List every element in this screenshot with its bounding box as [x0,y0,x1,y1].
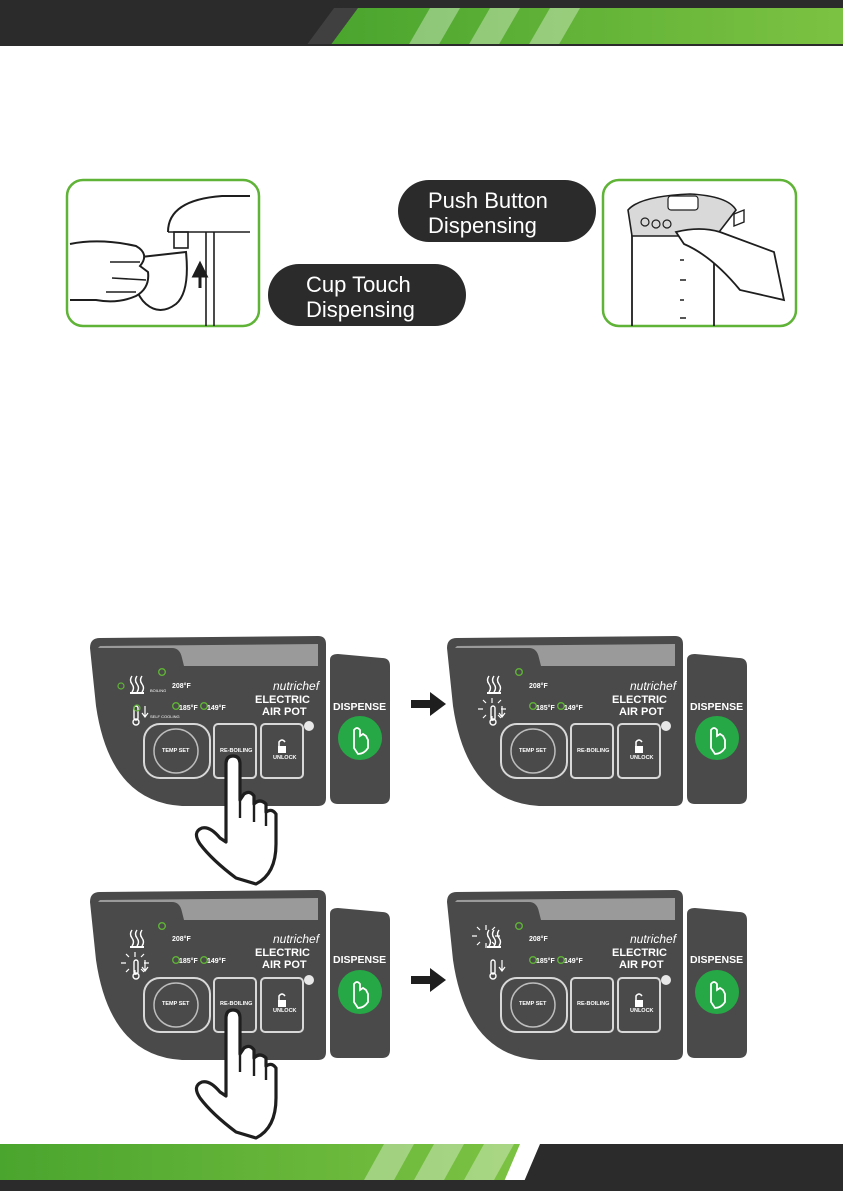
svg-text:UNLOCK: UNLOCK [273,1008,297,1014]
control-panel-2-texts: 208°F 185°F 149°F nutrichef ELECTRIC AIR… [478,679,743,761]
svg-text:UNLOCK: UNLOCK [630,1008,654,1014]
svg-text:149°F: 149°F [564,957,583,965]
svg-text:SELF COOLING: SELF COOLING [150,714,180,719]
svg-text:RE-BOILING: RE-BOILING [577,1001,609,1007]
svg-text:AIR POT: AIR POT [619,706,664,718]
svg-text:AIR POT: AIR POT [262,959,307,971]
svg-text:TEMP SET: TEMP SET [519,748,547,754]
footer-band [0,1144,843,1191]
svg-text:208°F: 208°F [172,682,191,690]
svg-text:ELECTRIC: ELECTRIC [612,947,667,959]
svg-text:UNLOCK: UNLOCK [273,755,297,761]
svg-text:AIR POT: AIR POT [619,959,664,971]
svg-text:Dispensing: Dispensing [428,213,537,238]
air-pot-illustration [601,178,798,328]
svg-text:149°F: 149°F [564,704,583,712]
svg-text:185°F: 185°F [179,957,198,965]
control-panel-1-texts: 208°F 185°F 149°F BOILING SELF COOLING n… [117,679,386,761]
svg-text:DISPENSE: DISPENSE [333,701,386,713]
svg-text:DISPENSE: DISPENSE [333,954,386,966]
svg-text:RE-BOILING: RE-BOILING [220,1001,252,1007]
svg-text:TEMP SET: TEMP SET [162,1001,190,1007]
svg-text:nutrichef: nutrichef [630,932,678,946]
control-panel-4-texts: 208°F 185°F 149°F nutrichef ELECTRIC AIR… [472,925,743,1014]
svg-text:Cup Touch: Cup Touch [306,272,411,297]
svg-text:DISPENSE: DISPENSE [690,954,743,966]
cup-touch-dispensing-label: Cup Touch Dispensing [268,264,466,326]
arrow-right-icon [411,968,446,992]
svg-text:208°F: 208°F [529,682,548,690]
svg-text:TEMP SET: TEMP SET [519,1001,547,1007]
svg-text:185°F: 185°F [536,957,555,965]
svg-text:ELECTRIC: ELECTRIC [612,694,667,706]
svg-text:BOILING: BOILING [150,688,166,693]
svg-text:ELECTRIC: ELECTRIC [255,694,310,706]
control-panel-3-texts: 208°F 185°F 149°F nutrichef ELECTRIC AIR… [121,932,386,1014]
svg-text:RE-BOILING: RE-BOILING [577,748,609,754]
svg-text:149°F: 149°F [207,704,226,712]
svg-text:208°F: 208°F [172,935,191,943]
arrow-right-icon [411,692,446,716]
svg-text:185°F: 185°F [536,704,555,712]
svg-text:nutrichef: nutrichef [630,679,678,693]
svg-text:ELECTRIC: ELECTRIC [255,947,310,959]
svg-text:Dispensing: Dispensing [306,297,415,322]
svg-text:DISPENSE: DISPENSE [690,701,743,713]
cup-touch-illustration [65,178,261,328]
svg-text:TEMP SET: TEMP SET [162,748,190,754]
svg-text:RE-BOILING: RE-BOILING [220,748,252,754]
svg-text:UNLOCK: UNLOCK [630,755,654,761]
control-panel-4 [446,889,748,1061]
svg-text:nutrichef: nutrichef [273,679,321,693]
header-band [0,0,843,46]
push-button-dispensing-label: Push Button Dispensing [398,180,596,242]
svg-text:nutrichef: nutrichef [273,932,321,946]
svg-text:185°F: 185°F [179,704,198,712]
svg-text:208°F: 208°F [529,935,548,943]
svg-text:149°F: 149°F [207,957,226,965]
svg-text:AIR POT: AIR POT [262,706,307,718]
svg-text:Push Button: Push Button [428,188,548,213]
